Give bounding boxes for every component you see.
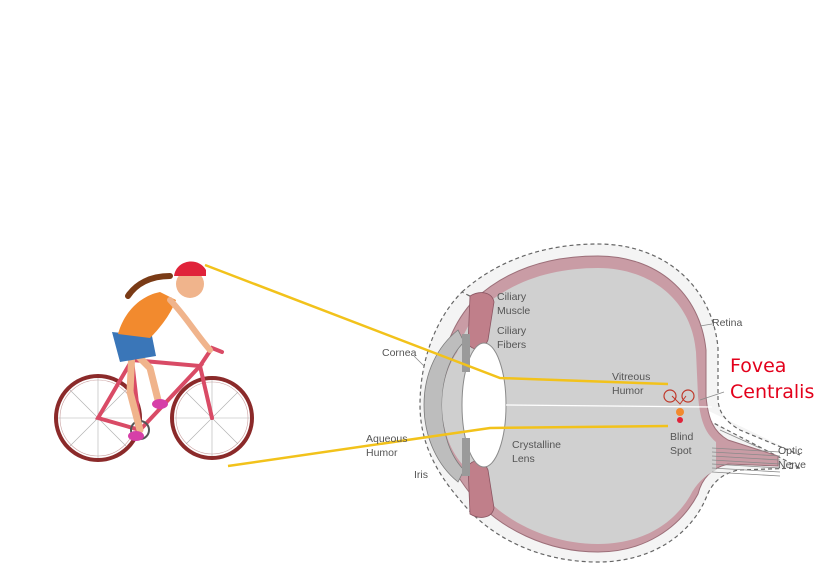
label-ciliary-muscle: Ciliary [497,291,527,303]
rider-head [176,270,204,298]
optical-axis [505,404,713,408]
label-ciliary-fibers: Ciliary [497,325,527,337]
label-optic-nerve: Optic [778,445,803,457]
label-fovea-centralis-2: Centralis [730,381,814,403]
ray-upper [204,263,669,386]
label-aqueous-humor-2: Humor [366,447,398,459]
ciliary-muscle-upper [467,292,495,350]
iris-upper [462,334,470,372]
label-vitreous-humor: Vitreous [612,371,650,383]
cyclist-illustration [54,261,254,462]
iris-lower [462,438,470,476]
label-fovea-centralis: Fovea [730,355,786,377]
label-blind-spot-2: Spot [670,445,692,457]
label-blind-spot: Blind [670,431,694,443]
front-wheel [170,376,254,460]
label-ciliary-fibers-2: Fibers [497,339,526,351]
cornea [423,329,465,483]
label-aqueous-humor: Aqueous [366,433,407,445]
label-ciliary-muscle-2: Muscle [497,305,530,317]
ray-lower [227,424,669,468]
label-leader-lines [413,323,761,449]
rider-torso [118,292,176,338]
label-retina: Retina [712,317,743,329]
label-crystalline-lens-2: Lens [512,453,535,465]
optic-nerve-fibers [711,447,781,477]
label-optic-nerve-2: Nerve [778,459,806,471]
helmet [174,261,206,276]
label-crystalline-lens: Crystalline [512,439,561,451]
retinal-image [663,389,695,423]
eyeball [413,243,803,563]
label-iris: Iris [414,469,428,481]
aqueous-chamber [442,344,468,470]
label-cornea: Cornea [382,347,417,359]
light-rays [204,263,669,468]
label-vitreous-humor-2: Humor [612,385,644,397]
